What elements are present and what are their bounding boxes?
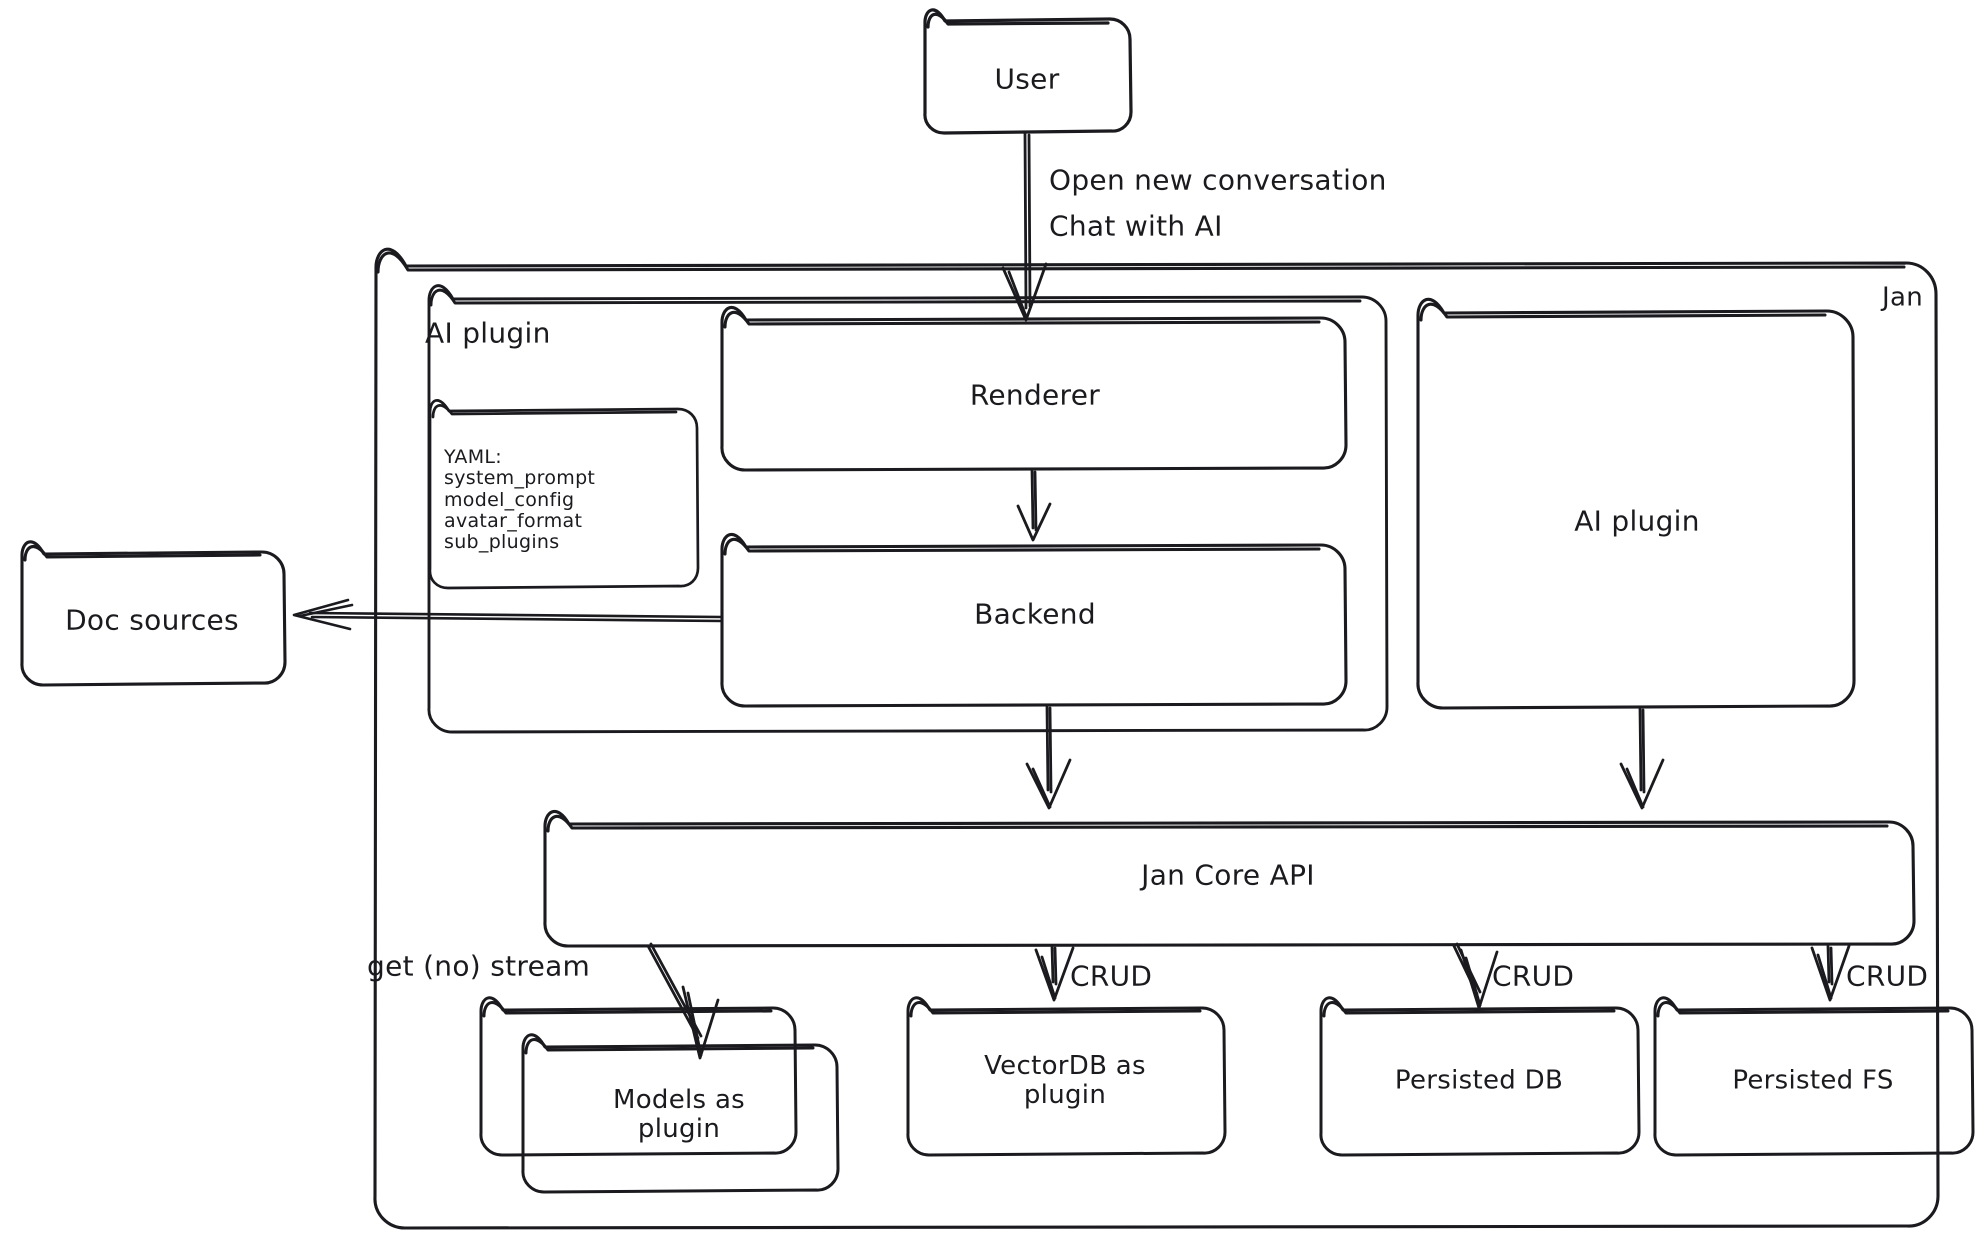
shape-backend-box xyxy=(720,532,1348,708)
shape-models-as-plugin-back xyxy=(479,996,798,1157)
shape-ai-plugin-box xyxy=(1416,297,1856,710)
edge-backend-to-core-api xyxy=(1025,704,1072,810)
edge-core-api-to-persisted-db xyxy=(1452,942,1499,1010)
edge-ai-plugin-to-core-api xyxy=(1619,706,1665,810)
shape-persisted-fs-box xyxy=(1653,996,1975,1157)
shape-jan-core-api-box xyxy=(543,809,1916,948)
edge-core-api-to-persisted-fs xyxy=(1810,944,1851,1002)
shape-ai-plugin-group xyxy=(427,284,1389,734)
edge-user-to-renderer xyxy=(1001,131,1048,322)
shape-vectordb-box xyxy=(906,996,1227,1157)
edge-core-api-to-vectordb xyxy=(1034,944,1075,1002)
edge-backend-to-doc-sources xyxy=(292,598,724,631)
edge-renderer-to-backend xyxy=(1016,468,1052,542)
shape-doc-sources-box xyxy=(20,540,287,687)
shape-persisted-db-box xyxy=(1319,996,1641,1157)
shape-yaml-box xyxy=(428,399,700,590)
edge-core-api-to-models xyxy=(646,942,720,1060)
shape-user-box xyxy=(923,8,1133,135)
shape-jan-container xyxy=(373,247,1940,1230)
shape-renderer-box xyxy=(720,305,1348,472)
shape-models-as-plugin-front xyxy=(521,1033,840,1194)
